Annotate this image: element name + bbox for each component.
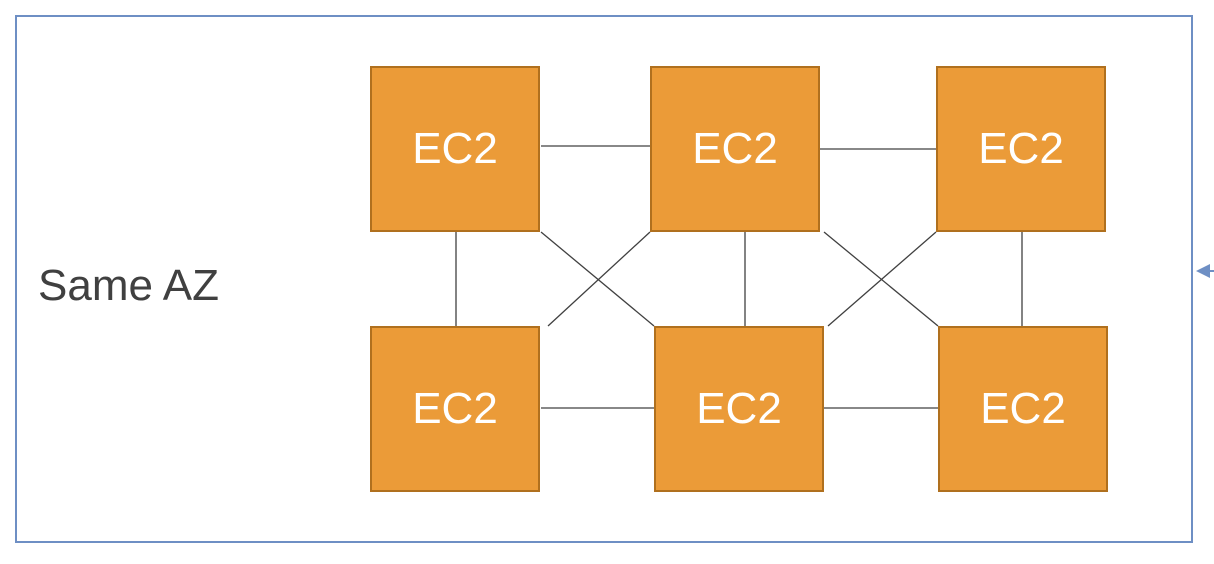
connector-top-2-bot-3 — [823, 231, 939, 327]
arrow-left-icon — [1196, 264, 1210, 278]
ec2-instance-node[interactable]: EC2 — [938, 326, 1108, 492]
connector-top-3-bot-2 — [827, 231, 937, 327]
availability-zone-label: Same AZ — [38, 261, 219, 310]
ec2-instance-node[interactable]: EC2 — [370, 66, 540, 232]
arrow-tail-line — [1208, 270, 1214, 272]
ec2-instance-node[interactable]: EC2 — [650, 66, 820, 232]
ec2-instance-label: EC2 — [412, 384, 498, 433]
connector-top-1-bot-2 — [540, 231, 655, 327]
ec2-instance-node[interactable]: EC2 — [654, 326, 824, 492]
ec2-instance-label: EC2 — [412, 124, 498, 173]
ec2-instance-node[interactable]: EC2 — [936, 66, 1106, 232]
connector-top-2-bot-1 — [547, 231, 651, 327]
availability-zone-box — [15, 15, 1193, 543]
ec2-instance-label: EC2 — [692, 124, 778, 173]
ec2-instance-label: EC2 — [978, 124, 1064, 173]
ec2-instance-label: EC2 — [696, 384, 782, 433]
ec2-instance-label: EC2 — [980, 384, 1066, 433]
ec2-instance-node[interactable]: EC2 — [370, 326, 540, 492]
